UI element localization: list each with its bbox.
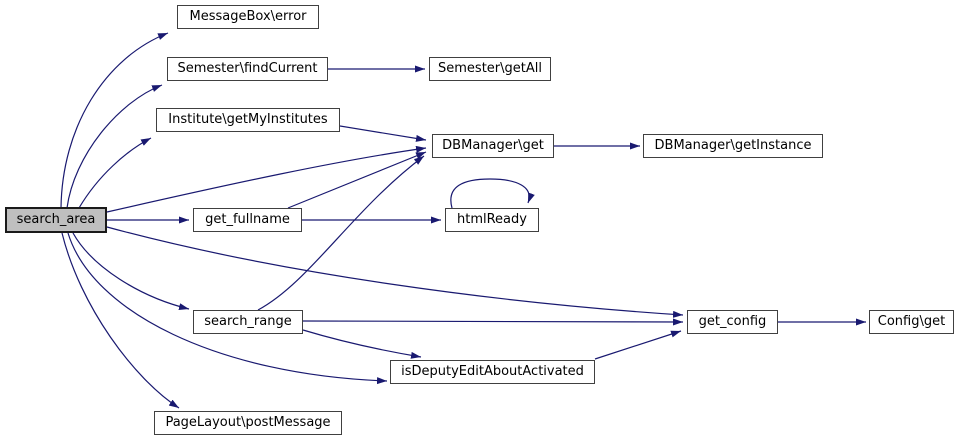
edge-search_area-search_range [72,232,190,311]
edge-get_fullname-dbmanager_get [287,151,427,209]
node-htmlready[interactable]: htmlReady [445,208,539,232]
edge-search_range-get_config [302,318,684,326]
node-messagebox-error[interactable]: MessageBox\error [177,5,319,29]
edge-search_area-pagelayout_postmessage [61,232,180,409]
node-pagelayout-postmessage[interactable]: PageLayout\postMessage [154,411,342,435]
node-search-area: search_area [5,207,107,233]
node-get-fullname[interactable]: get_fullname [193,208,302,232]
node-dbmanager-getinstance[interactable]: DBManager\getInstance [643,134,823,158]
edge-htmlready-self-loop [450,178,535,209]
edge-search_area-messagebox_error [60,32,169,209]
edge-search_area-institute_getmyinstitutes [78,137,152,209]
edge-isdeputyeditaboutactivated-get_config [594,330,682,360]
node-search-range[interactable]: search_range [193,310,303,334]
edge-search_range-isdeputyeditaboutactivated [302,329,422,359]
edge-search_area-get_config [106,226,684,318]
node-dbmanager-get[interactable]: DBManager\get [432,134,554,158]
edge-search_area-isdeputyeditaboutactivated [67,232,388,385]
edge-search_range-dbmanager_get [257,155,425,311]
edge-search_area-semester_findcurrent [66,84,163,209]
node-config-get[interactable]: Config\get [869,310,954,334]
edge-search_area-dbmanager_get [106,145,427,213]
node-institute-getmyinstitutes[interactable]: Institute\getMyInstitutes [156,108,340,132]
node-semester-findcurrent[interactable]: Semester\findCurrent [167,57,328,81]
node-get-config[interactable]: get_config [687,310,778,334]
edge-institute_getmyinstitutes-dbmanager_get [339,125,427,142]
node-semester-getall[interactable]: Semester\getAll [429,57,551,81]
node-isdeputyeditaboutactivated[interactable]: isDeputyEditAboutActivated [390,360,595,384]
